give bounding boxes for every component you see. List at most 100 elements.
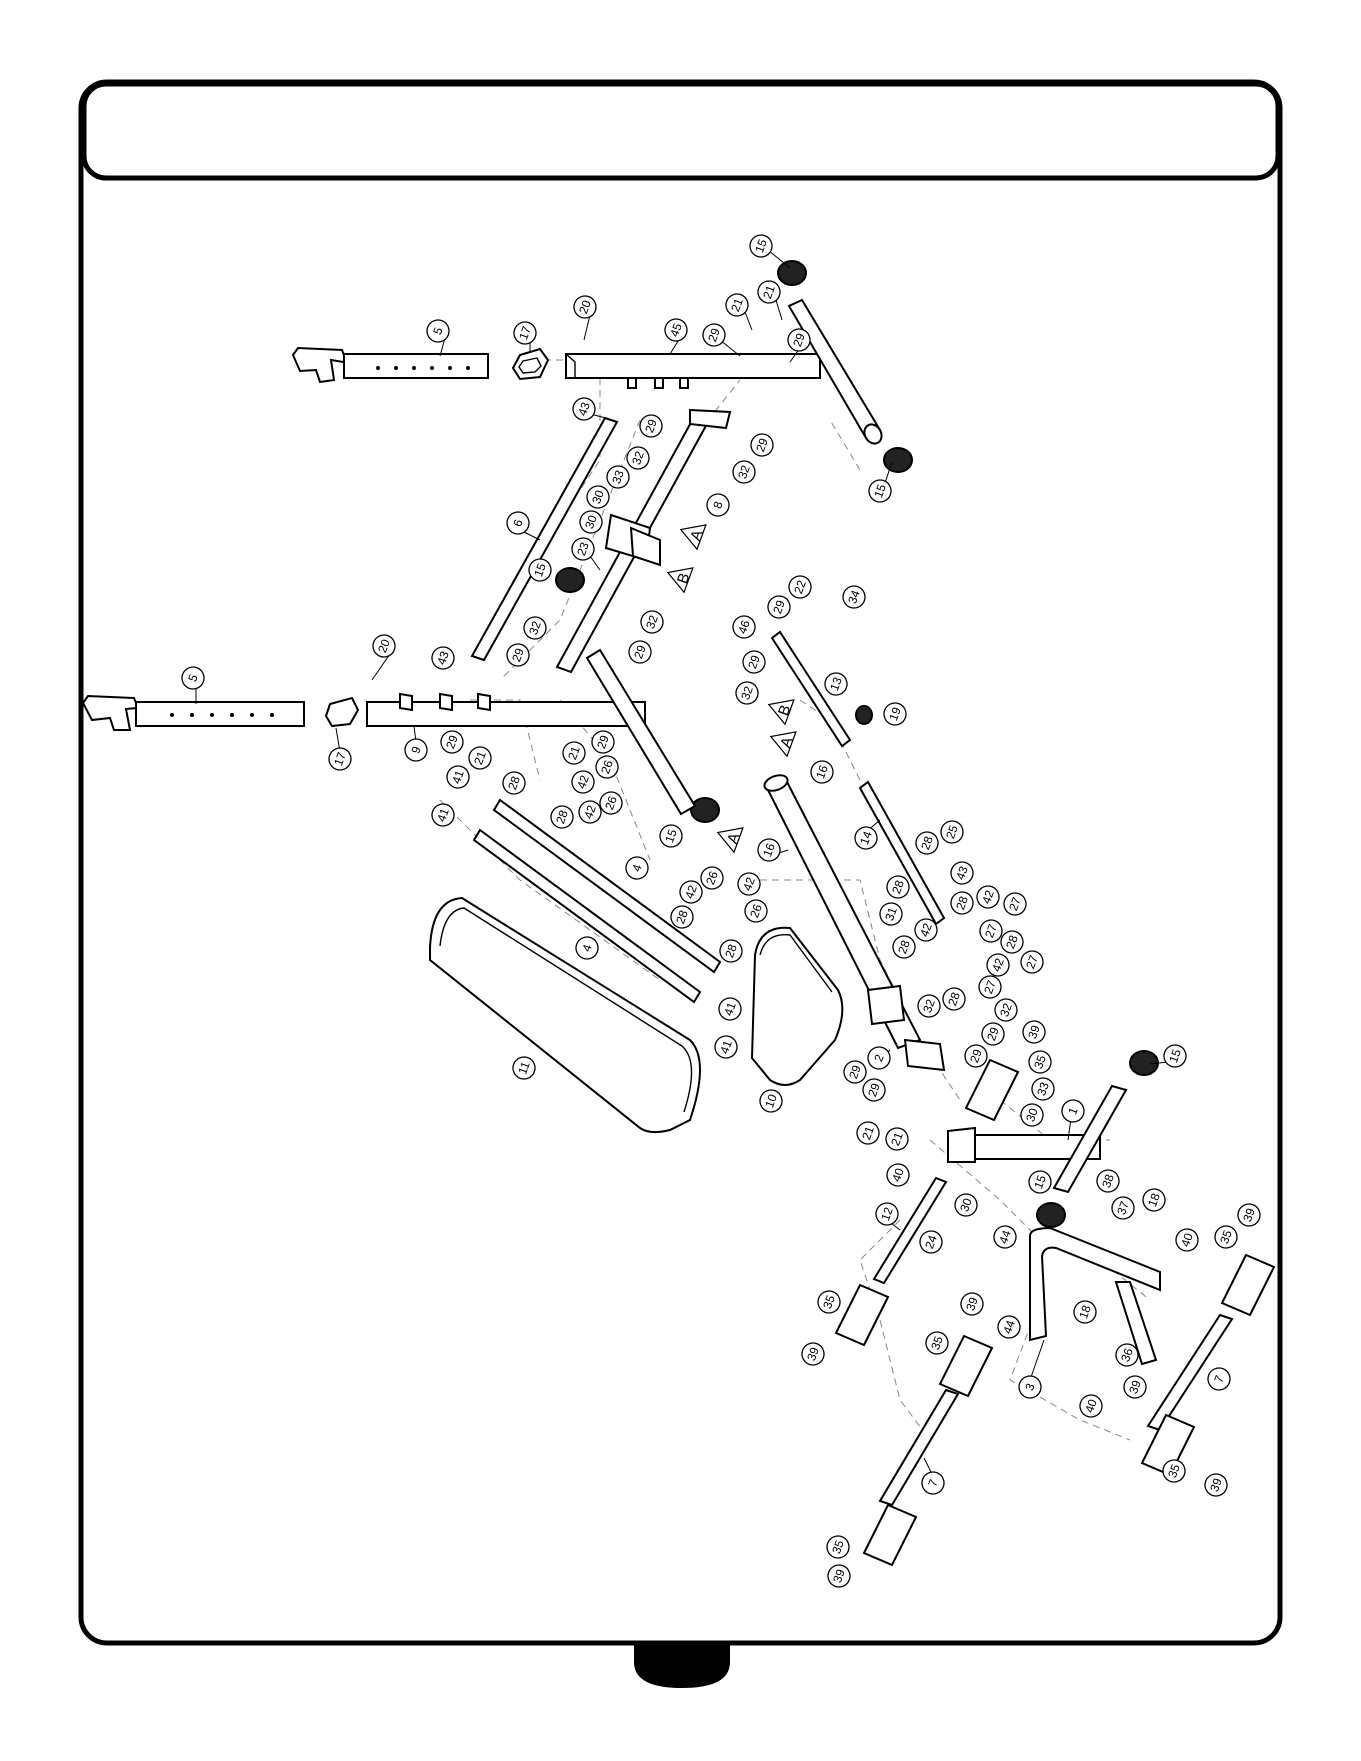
callout-circle: [528, 558, 552, 582]
callout-label: 15: [1031, 1173, 1049, 1191]
callout-circle: [960, 1292, 984, 1316]
callout-label: 9: [408, 744, 424, 755]
callout-label: 3: [1022, 1381, 1038, 1392]
callout-label: 42: [581, 803, 599, 821]
callout-label: 26: [747, 902, 765, 920]
reference-triangle: [767, 699, 795, 726]
callout-label: 30: [957, 1196, 975, 1214]
part-callout: 4: [625, 856, 649, 880]
part-callout: 40: [1079, 1394, 1103, 1418]
callout-label: 26: [602, 794, 620, 812]
part-callout: 43: [572, 397, 596, 421]
callout-label: 31: [882, 905, 900, 923]
part-callout: 17: [513, 321, 537, 345]
callout-label: 28: [953, 894, 971, 912]
part-callout: 34: [842, 585, 866, 609]
callout-label: 21: [859, 1124, 877, 1142]
callout-label: 30: [582, 513, 600, 531]
part-35-foam-rollers: [834, 1058, 1276, 1567]
reference-triangle: [716, 827, 744, 854]
part-9-front-upright: [81, 648, 697, 816]
part-callout: 27: [979, 919, 1003, 943]
part-1-front-frame: [947, 1050, 1159, 1228]
callout-label: 42: [917, 921, 935, 939]
callout-label: 29: [509, 646, 527, 664]
callout-label: 28: [1003, 933, 1021, 951]
callout-circle: [506, 511, 530, 535]
callout-circle: [940, 820, 964, 844]
callout-label: 35: [820, 1293, 838, 1311]
callout-circle: [573, 295, 597, 319]
callout-label: 27: [1023, 953, 1041, 971]
callout-circle: [856, 1121, 880, 1145]
callout-circle: [737, 872, 761, 896]
part-callout: 27: [978, 975, 1002, 999]
reference-triangle: [679, 524, 707, 551]
callout-label: 43: [434, 649, 452, 667]
part-callout: 8: [706, 493, 730, 517]
part-callout: 15: [659, 824, 683, 848]
callout-label: 7: [1211, 1373, 1227, 1384]
callout-circle: [718, 997, 742, 1021]
part-callout: 9: [404, 738, 428, 762]
part-callout: 36: [1115, 1343, 1139, 1367]
callout-label: 39: [1240, 1206, 1258, 1224]
part-callout: 13: [824, 672, 848, 696]
part-callout: 21: [856, 1121, 880, 1145]
callout-circle: [732, 615, 756, 639]
callout-circle: [868, 479, 892, 503]
callout-circle: [1096, 1169, 1120, 1193]
part-callout: 32: [523, 616, 547, 640]
callout-circle: [886, 875, 910, 899]
part-callout: 10: [759, 1089, 783, 1113]
callout-circle: [431, 646, 455, 670]
part-callout: 40: [886, 1163, 910, 1187]
part-callout: 35: [1028, 1050, 1052, 1074]
callout-circle: [659, 824, 683, 848]
callout-circle: [562, 741, 586, 765]
callout-label: 15: [752, 237, 770, 255]
reference-mark: A: [679, 524, 707, 551]
callout-label: 40: [1082, 1397, 1100, 1415]
callout-circle: [915, 831, 939, 855]
callout-circle: [921, 1471, 945, 1495]
callout-label: 16: [760, 841, 778, 859]
part-12-rod: [872, 1176, 948, 1285]
callout-circle: [1061, 1099, 1085, 1123]
part-callout: 29: [981, 1022, 1005, 1046]
callout-label: 39: [1025, 1023, 1043, 1041]
callout-label: 35: [928, 1334, 946, 1352]
callout-circle: [827, 1564, 851, 1588]
callout-circle: [875, 1202, 899, 1226]
part-callout: 28: [886, 875, 910, 899]
reference-triangle: [769, 731, 797, 758]
part-callout: 32: [626, 446, 650, 470]
part-callout: 16: [757, 838, 781, 862]
callout-label: 43: [953, 864, 971, 882]
callout-label: 39: [830, 1567, 848, 1585]
page-number-tab: [634, 1643, 730, 1688]
part-callout: 37: [1111, 1196, 1135, 1220]
callout-label: 39: [963, 1295, 981, 1313]
part-callout: 42: [571, 770, 595, 794]
part-10-seat-pad: [750, 926, 844, 1086]
callout-label: 28: [673, 908, 691, 926]
part-callout: 30: [586, 485, 610, 509]
callout-label: 4: [579, 942, 595, 953]
part-callout: 28: [892, 935, 916, 959]
callout-label: 42: [574, 773, 592, 791]
part-callout: 24: [919, 1230, 943, 1254]
callout-circle: [572, 397, 596, 421]
part-callout: 28: [719, 939, 743, 963]
callout-circle: [1079, 1394, 1103, 1418]
callout-label: 29: [642, 417, 660, 435]
part-callout: 29: [750, 433, 774, 457]
callout-circle: [883, 702, 907, 726]
part-2-main-rail: [763, 774, 946, 1072]
callout-label: 39: [1126, 1378, 1144, 1396]
callout-label: 44: [996, 1228, 1014, 1246]
reference-mark: B: [767, 699, 795, 726]
callout-circle: [328, 747, 352, 771]
reference-triangle: [666, 567, 694, 594]
